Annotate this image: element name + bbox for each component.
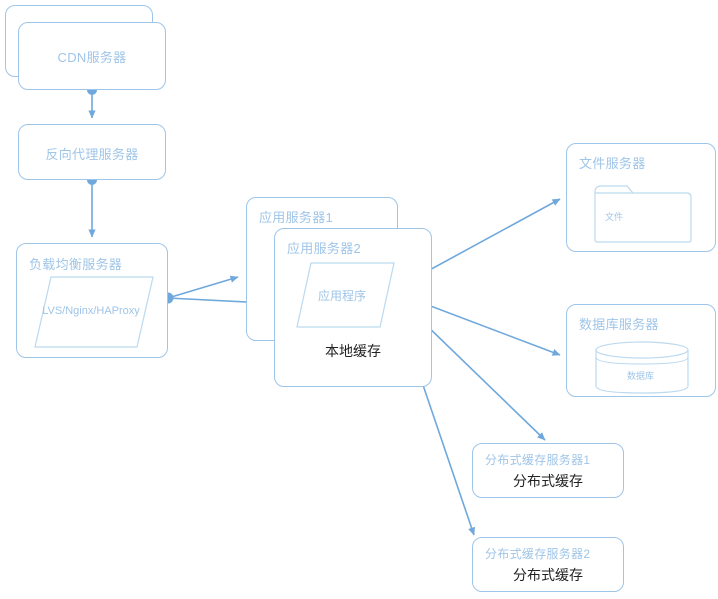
load-balancer-server-label: 负载均衡服务器 [29, 257, 123, 272]
cdn-server-label: CDN服务器 [57, 50, 127, 65]
app-server-2[interactable]: 应用服务器2 应用程序 本地缓存 [274, 228, 432, 387]
load-balancer-software-label: LVS/Nginx/HAProxy [42, 305, 140, 317]
reverse-proxy-server-label: 反向代理服务器 [45, 147, 139, 162]
distributed-cache-server-1[interactable]: 分布式缓存服务器1 分布式缓存 [472, 443, 624, 498]
load-balancer-process-shape [34, 276, 154, 348]
file-icon-label: 文件 [605, 212, 624, 222]
distributed-cache-server-2[interactable]: 分布式缓存服务器2 分布式缓存 [472, 537, 624, 592]
app-server-2-label: 应用服务器2 [287, 241, 362, 256]
database-cylinder-icon [595, 341, 689, 394]
file-server[interactable]: 文件服务器 文件 [566, 143, 716, 252]
folder-icon [594, 185, 692, 243]
database-icon-label: 数据库 [627, 371, 655, 381]
distributed-cache-2-inner-label: 分布式缓存 [513, 567, 583, 583]
distributed-cache-1-inner-label: 分布式缓存 [513, 473, 583, 489]
database-server[interactable]: 数据库服务器 数据库 [566, 304, 716, 397]
database-server-label: 数据库服务器 [579, 317, 659, 332]
load-balancer-server[interactable]: 负载均衡服务器 LVS/Nginx/HAProxy [16, 243, 168, 358]
file-server-label: 文件服务器 [579, 156, 646, 171]
distributed-cache-server-2-label: 分布式缓存服务器2 [485, 547, 591, 561]
application-label: 应用程序 [317, 289, 366, 303]
application-process-shape [296, 262, 395, 328]
connector-reverse-proxy-to-load-balancer [87, 175, 97, 238]
distributed-cache-server-1-label: 分布式缓存服务器1 [485, 453, 591, 467]
cdn-server[interactable]: CDN服务器 [18, 22, 166, 90]
local-cache-label: 本地缓存 [325, 343, 381, 359]
app-server-1-label: 应用服务器1 [259, 210, 334, 225]
reverse-proxy-server[interactable]: 反向代理服务器 [18, 124, 166, 180]
